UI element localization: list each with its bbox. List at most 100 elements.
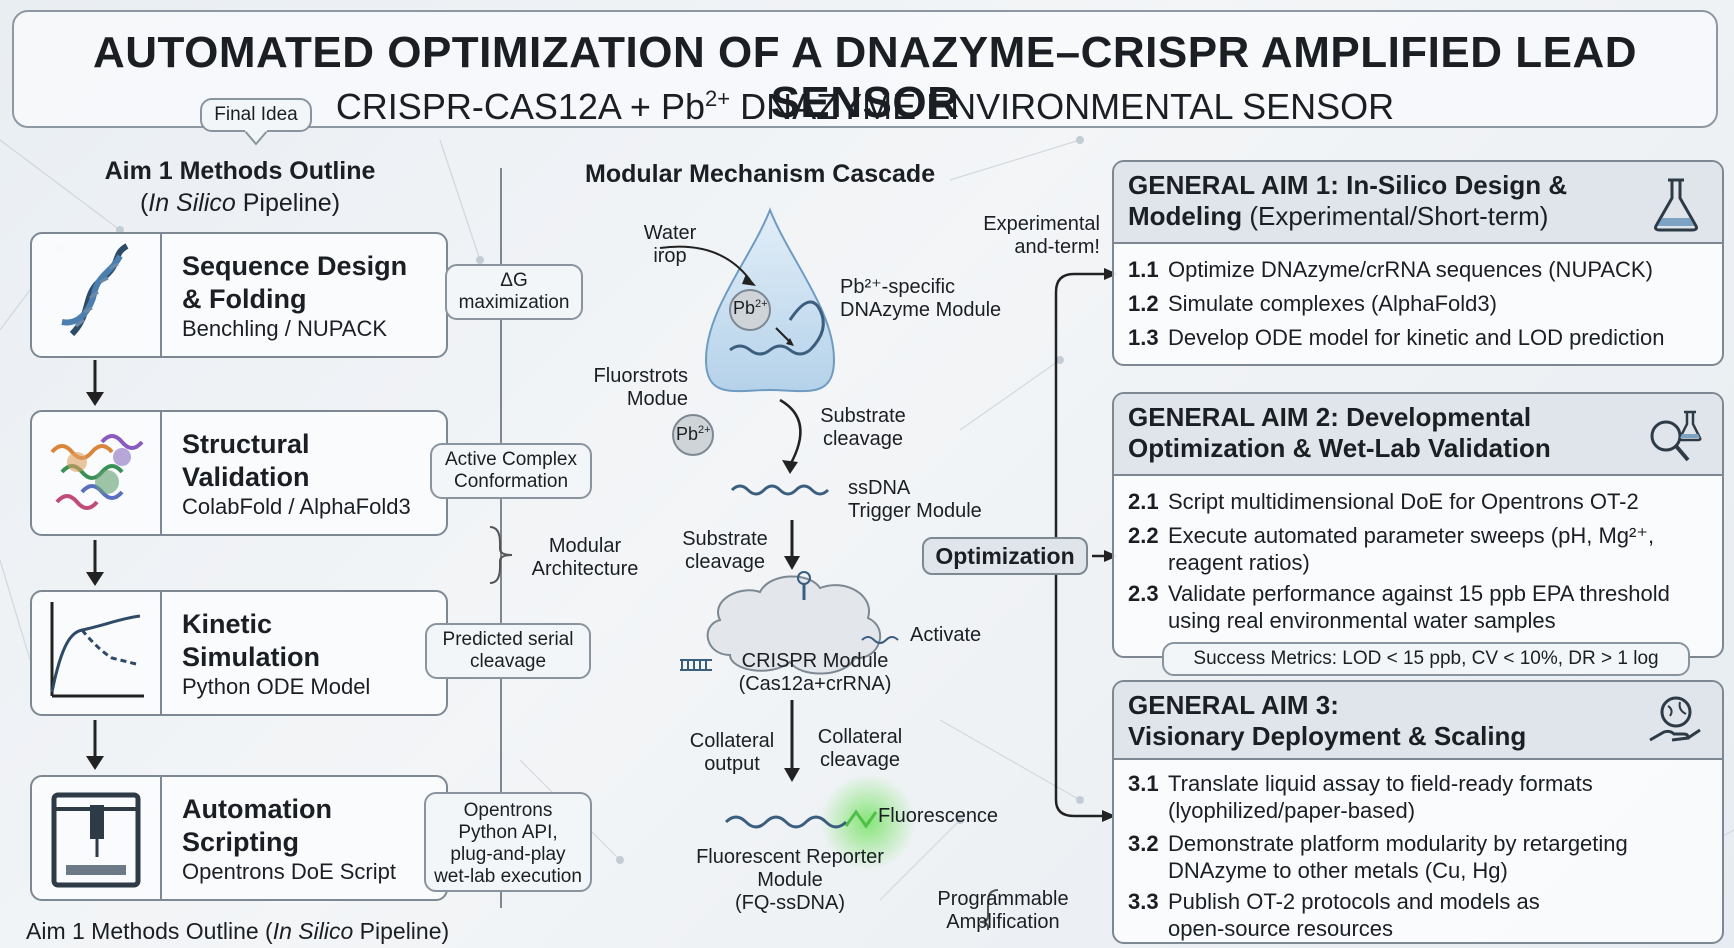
step-arrow-1 <box>86 360 104 406</box>
step-title-line-2: Scripting <box>182 827 300 857</box>
activate-label: Activate <box>910 624 982 646</box>
collateral-out-line-1: Collateral <box>689 730 775 752</box>
dna-helix-icon <box>32 234 162 356</box>
fluor-line-1: Fluorstrots <box>593 365 688 387</box>
pb-sup: 2+ <box>698 424 711 436</box>
crispr-module-label: CRISPR Module(Cas12a+crRNA) <box>720 650 910 696</box>
pb-label: Pb <box>676 424 699 444</box>
final-idea-pointer <box>244 130 268 146</box>
step-subtitle: Opentrons DoE Script <box>182 859 396 884</box>
fluorescence-label: Fluorescence <box>878 805 999 827</box>
aim1-footer-label: Aim 1 Methods Outline (In Silico Pipelin… <box>26 918 449 945</box>
crispr-line-1: CRISPR Module <box>741 650 889 672</box>
pb-sup: 2+ <box>755 298 768 310</box>
step-subtitle: Python ODE Model <box>182 674 371 699</box>
collateral-out-line-2: output <box>704 753 760 775</box>
modular-label-1: Modular <box>548 535 622 557</box>
substrate1-line-2: cleavage <box>822 428 904 450</box>
item-text: Develop ODE model for kinetic and LOD pr… <box>1168 325 1665 350</box>
item-text: Execute automated parameter sweeps (pH, … <box>1168 523 1655 548</box>
aim1-sub-open: ( <box>139 189 149 217</box>
experimental-line-1: Experimental <box>983 213 1100 235</box>
aim-header-line-2-rest: (Experimental/Short-term) <box>1242 201 1549 231</box>
note-line-2: cleavage <box>469 651 547 672</box>
aim1-sub-close: Pipeline) <box>235 189 341 217</box>
footer-prefix: Aim 1 Methods Outline ( <box>26 918 273 944</box>
aim-item: 3.1 Translate liquid assay to field-ready… <box>1128 770 1593 824</box>
substrate2-line-1: Substrate <box>682 528 768 550</box>
reporter-line-3: (FQ-ssDNA) <box>735 892 845 914</box>
step-title-line-1: Kinetic <box>182 609 273 639</box>
subtitle-prefix: CRISPR-CAS12A + Pb <box>335 86 705 127</box>
programmable-line-1: Programmable <box>937 888 1069 910</box>
item-number: 2.3 <box>1128 581 1159 606</box>
item-text: Translate liquid assay to field-ready fo… <box>1168 771 1593 796</box>
item-text: Simulate complexes (AlphaFold3) <box>1168 291 1497 316</box>
page-subtitle: CRISPR-CAS12A + Pb2+ DNAZYME ENVIRONMENT… <box>14 86 1716 128</box>
crispr-line-2: (Cas12a+crRNA) <box>738 673 892 695</box>
item-text-cont: reagent ratios) <box>1168 550 1310 575</box>
footer-italic: In Silico <box>272 918 354 944</box>
cascade-diagram <box>659 207 999 930</box>
final-idea-tag: Final Idea <box>200 98 312 132</box>
item-number: 3.1 <box>1128 771 1159 796</box>
item-number: 3.2 <box>1128 831 1159 856</box>
note-line-1: Opentrons <box>463 800 553 821</box>
general-aim-1: GENERAL AIM 1: In-Silico Design & Modeli… <box>1112 160 1724 366</box>
note-line-2: maximization <box>458 292 570 313</box>
pb-ion-drop: Pb2+ <box>733 298 768 319</box>
water-line-2: irop <box>653 245 687 267</box>
item-number: 2.2 <box>1128 523 1159 548</box>
aim-header-line-2-bold: Visionary Deployment & Scaling <box>1128 721 1527 751</box>
reporter-line-2: Module <box>757 869 823 891</box>
item-text: Optimize DNAzyme/crRNA sequences (NUPACK… <box>1168 257 1653 282</box>
note-line-3: plug-and-play <box>450 844 566 865</box>
globe-hand-icon <box>1649 696 1701 742</box>
item-number: 3.3 <box>1128 889 1159 914</box>
subtitle-suffix: DNAZYME ENVIRONMENTAL SENSOR <box>730 86 1395 127</box>
experimental-line-2: and-term! <box>1014 236 1100 258</box>
aim-header: GENERAL AIM 3: Visionary Deployment & Sc… <box>1114 682 1722 760</box>
aim-header-line-1: GENERAL AIM 3: <box>1128 690 1339 720</box>
fluor-line-2: Modue <box>626 388 688 410</box>
subtitle-superscript: 2+ <box>704 86 731 111</box>
pb-ion-free: Pb2+ <box>676 424 711 445</box>
item-number: 1.1 <box>1128 257 1159 282</box>
aim1-outline-heading: Aim 1 Methods Outline (In Silico Pipelin… <box>40 155 440 219</box>
note-line-2: Python API, <box>458 822 558 843</box>
magnifier-flask-icon <box>1650 410 1702 462</box>
substrate2-line-2: cleavage <box>684 551 766 573</box>
modular-brace <box>489 526 513 584</box>
note-line-2: Conformation <box>453 471 569 492</box>
step-title-line-2: Validation <box>182 462 310 492</box>
modular-label-2: Architecture <box>531 558 639 580</box>
ssdna-line-1: ssDNA <box>848 477 911 499</box>
note-line-1: Predicted serial <box>442 629 574 650</box>
aim1-sub-italic: In Silico <box>148 189 236 217</box>
item-text-cont: open-source resources <box>1168 916 1394 941</box>
aim1-outline-title: Aim 1 Methods Outline <box>104 157 376 185</box>
note-line-4: wet-lab execution <box>434 866 582 887</box>
step-title-line-2: & Folding <box>182 284 307 314</box>
step-subtitle: Benchling / NUPACK <box>182 316 388 341</box>
